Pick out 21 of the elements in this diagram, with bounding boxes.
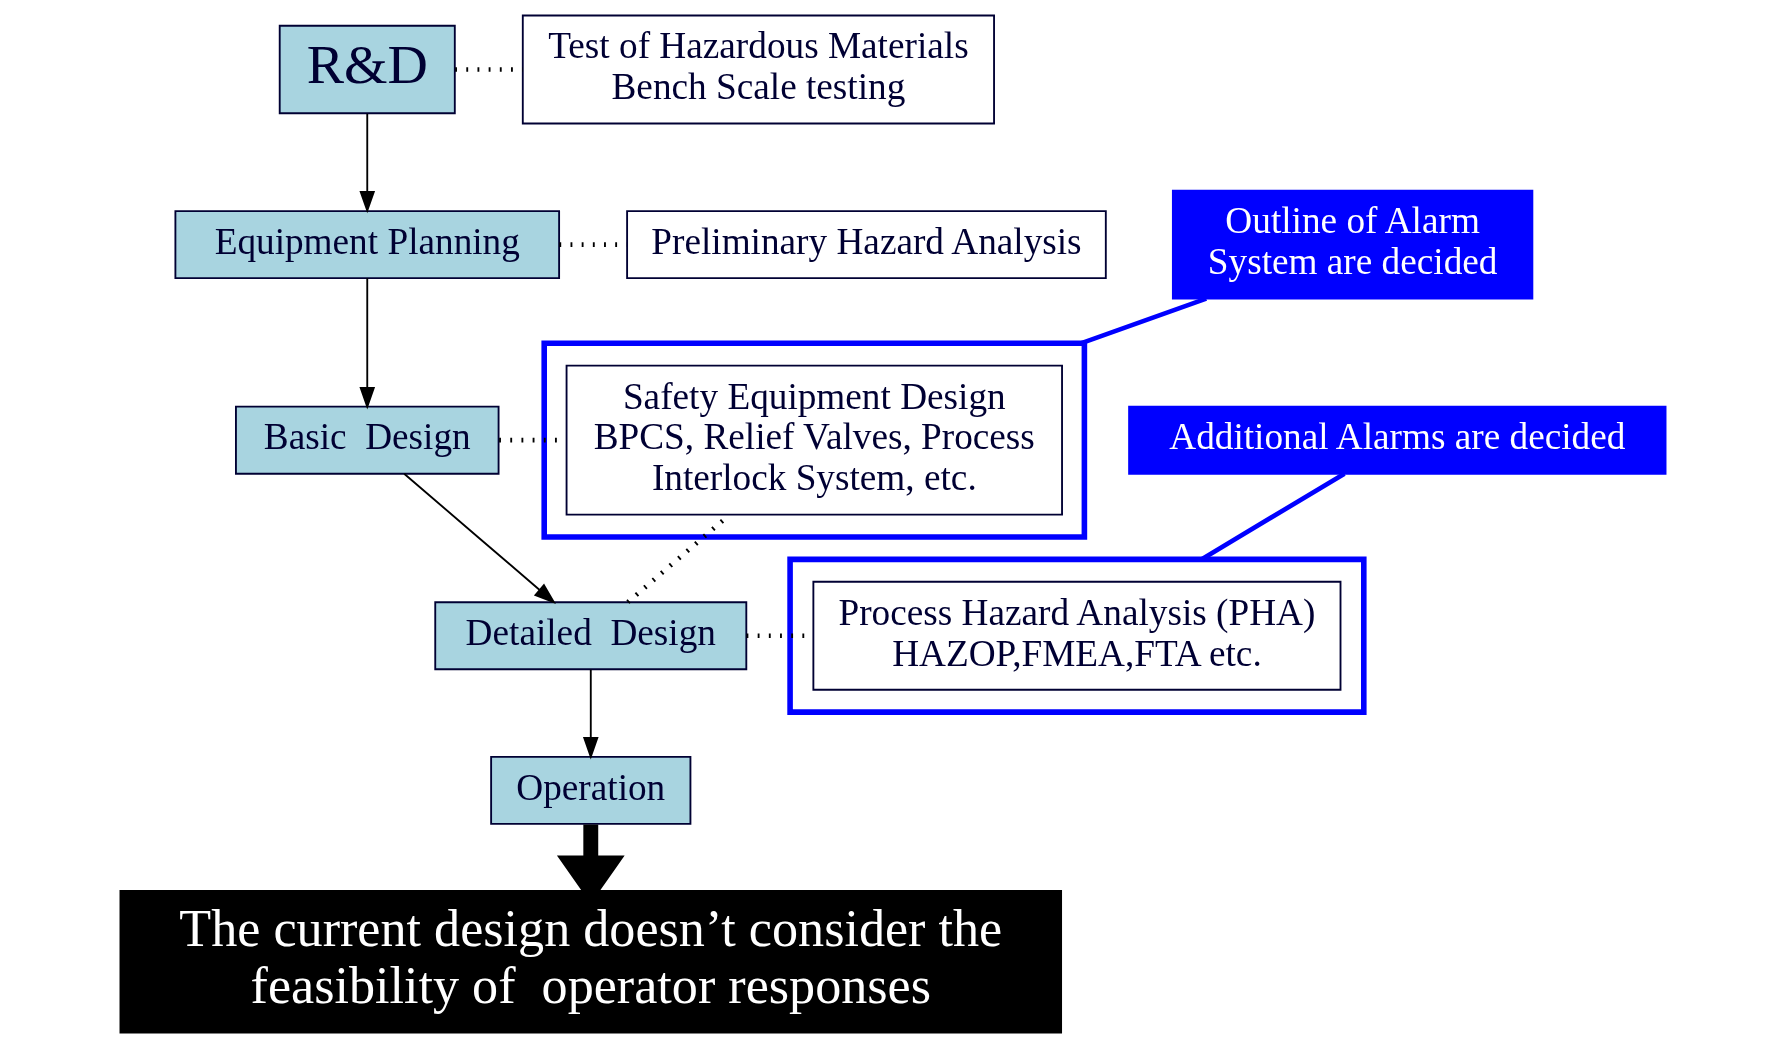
node-box: The current design doesn’t consider the feasibility of operator responses bbox=[119, 890, 1063, 1034]
node-box: Additional Alarms are decided bbox=[1128, 405, 1667, 475]
node-box: Detailed Design bbox=[434, 601, 748, 671]
connector bbox=[559, 242, 627, 247]
arrow bbox=[403, 472, 556, 604]
node-box: Test of Hazardous Materials Bench Scale testing bbox=[521, 14, 995, 125]
arrow bbox=[359, 112, 376, 214]
node-box: Safety Equipment Design BPCS, Relief Valves, Process Interlock System, etc. bbox=[565, 364, 1063, 516]
node-box: Equipment Planning bbox=[174, 210, 561, 280]
arrow bbox=[582, 668, 599, 760]
node-box: Basic Design bbox=[235, 405, 500, 475]
node-box: Process Hazard Analysis (PHA) HAZOP,FMEA,FTA etc. bbox=[812, 580, 1342, 691]
cluster bbox=[787, 556, 1367, 715]
node-box: Preliminary Hazard Analysis bbox=[626, 210, 1107, 280]
node-box: R&D bbox=[278, 24, 456, 115]
connector bbox=[1080, 296, 1207, 346]
arrow bbox=[359, 277, 376, 410]
node-box: Operation bbox=[490, 755, 692, 825]
cluster bbox=[541, 340, 1088, 540]
connector bbox=[455, 67, 523, 72]
node-box: Outline of Alarm System are decided bbox=[1171, 189, 1534, 300]
